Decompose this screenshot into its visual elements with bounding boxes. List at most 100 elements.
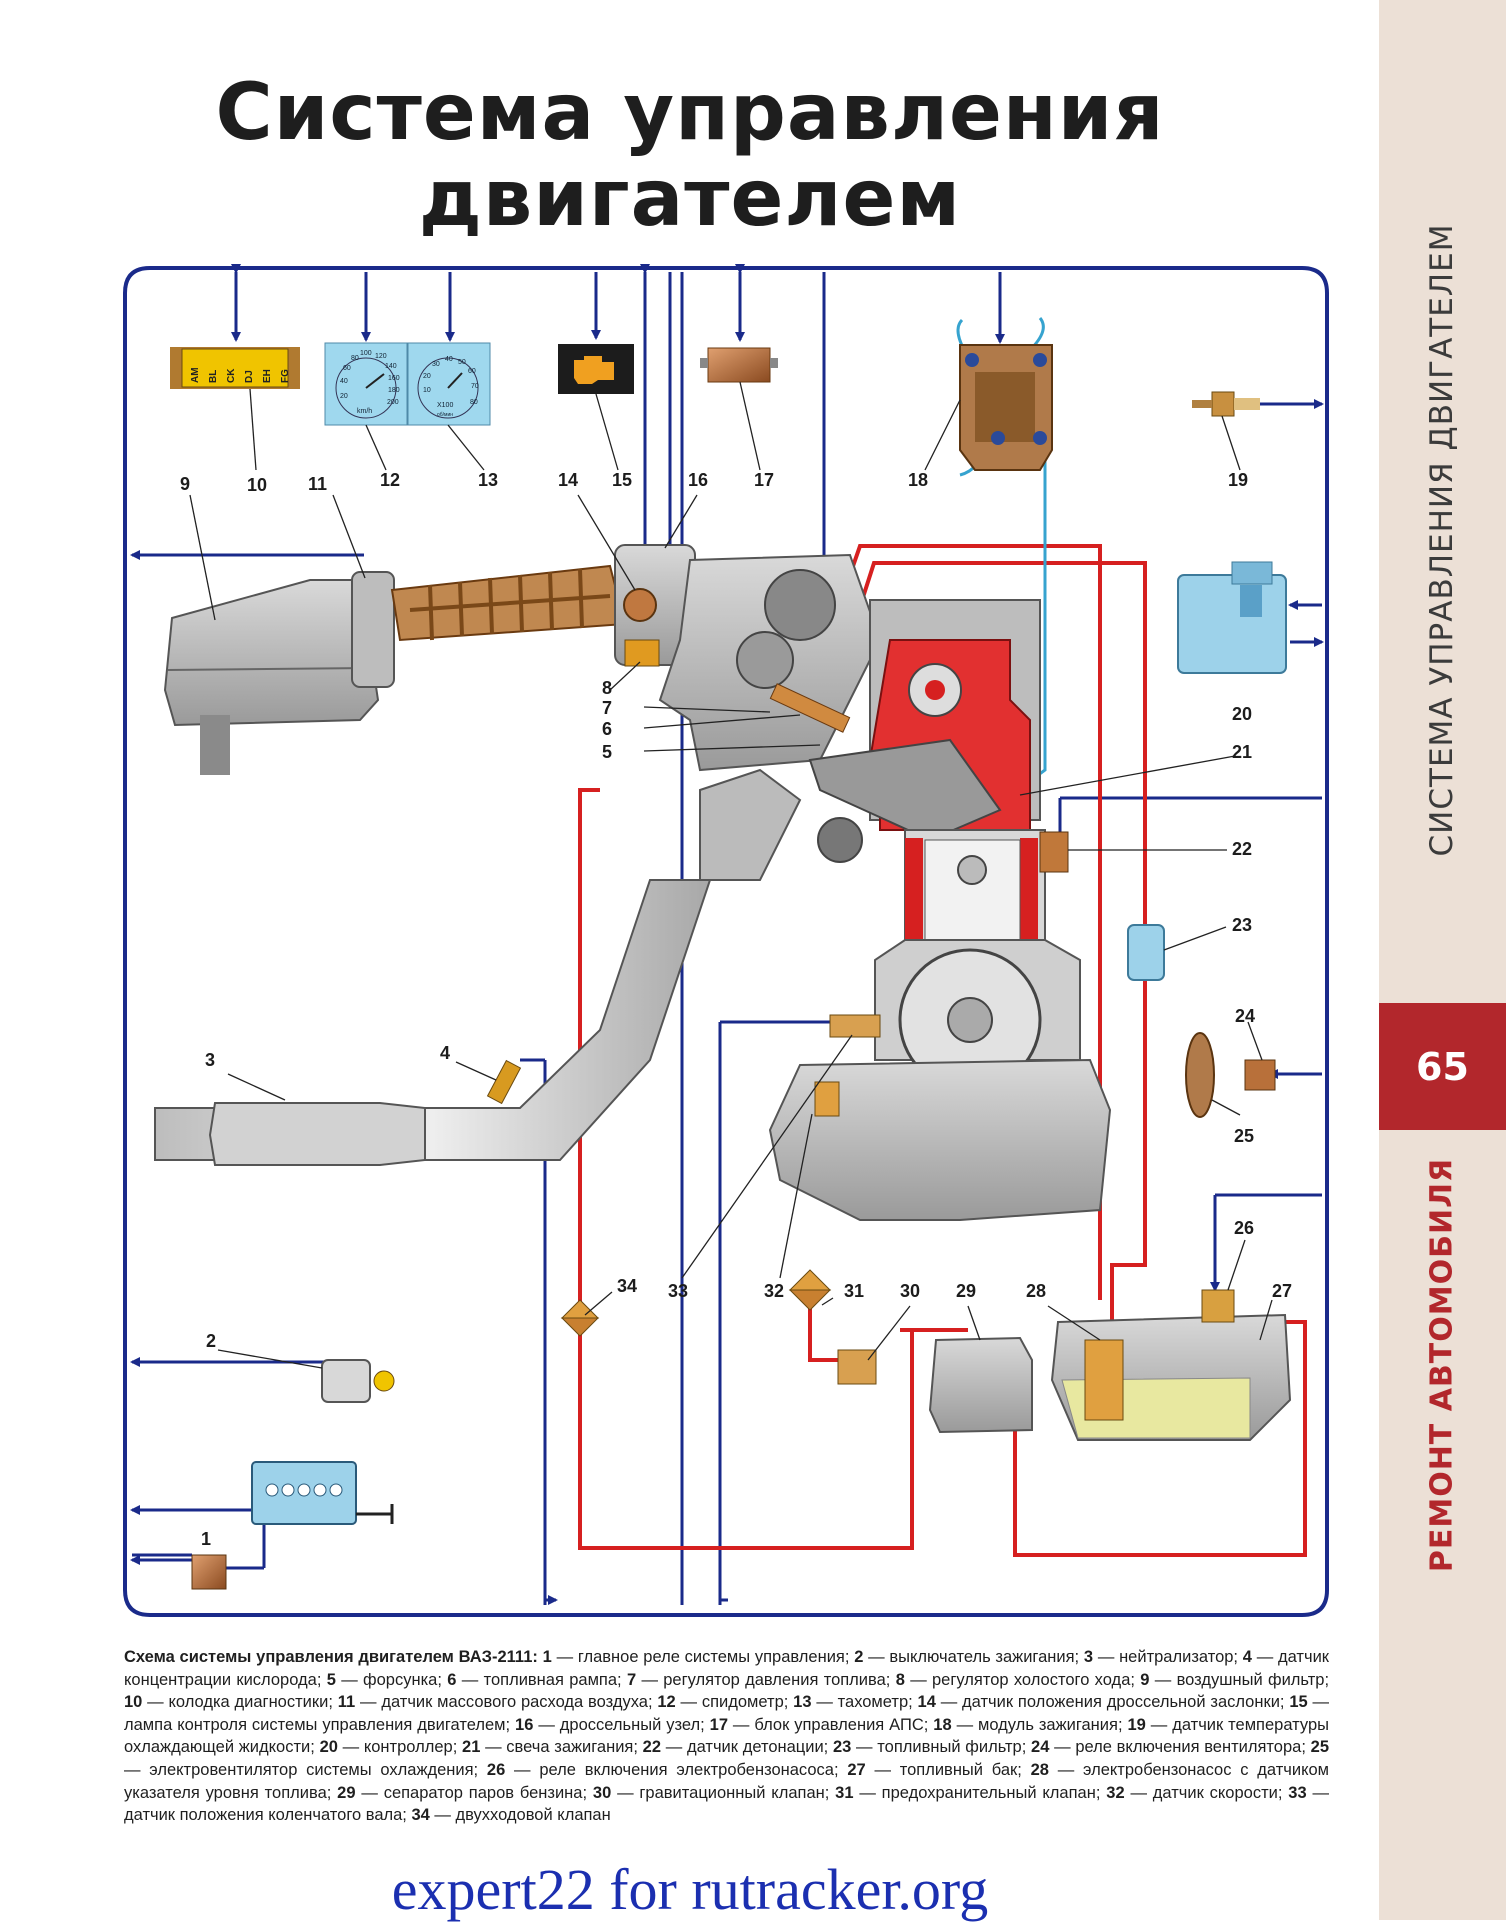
coolant-temp-sensor: [1192, 391, 1260, 417]
caption-item-number: 22: [642, 1738, 662, 1757]
exhaust-pipe: [154, 879, 712, 1166]
caption-item-text: — регулятор давления топлива;: [636, 1670, 896, 1689]
engine-block: [874, 829, 1081, 1092]
leader-lines: [189, 381, 1273, 1369]
speed-tick-200: 200: [387, 399, 399, 406]
speed-tick-100: 100: [360, 350, 372, 357]
speed-tick-60: 60: [343, 365, 351, 372]
label-32: 32: [764, 1281, 784, 1301]
label-3: 3: [205, 1050, 215, 1070]
caption-item-text: — двухходовой клапан: [429, 1806, 611, 1825]
caption-item: 24 — реле включения вентилятора;: [1031, 1738, 1311, 1756]
caption-item: 9 — воздушный фильтр;: [1140, 1671, 1329, 1689]
caption-item: 32 — датчик скорости;: [1106, 1784, 1288, 1802]
diagnostic-connector: AM BL CK DJ EH FG: [170, 347, 300, 389]
caption-item: 16 — дроссельный узел;: [515, 1716, 710, 1734]
ignition-module: [959, 344, 1053, 471]
tach-tick-60: 60: [468, 368, 476, 375]
caption-item-number: 9: [1140, 1670, 1150, 1689]
caption-item-number: 26: [486, 1760, 506, 1779]
caption-item: 8 — регулятор холостого хода;: [896, 1671, 1141, 1689]
caption-item: 25 — электровентилятор системы охлаждени…: [124, 1738, 1329, 1779]
caption-item: 4 — датчик концентрации кислорода;: [124, 1648, 1329, 1689]
diagram-caption: Схема системы управления двигателем ВАЗ-…: [124, 1646, 1329, 1827]
label-7: 7: [602, 698, 612, 718]
caption-item-number: 1: [542, 1648, 552, 1666]
label-5: 5: [602, 742, 612, 762]
main-relay: [191, 1554, 227, 1590]
caption-item-number: 27: [847, 1760, 866, 1779]
fuel-rail: [769, 683, 851, 733]
caption-item-text: — выключатель зажигания;: [863, 1648, 1084, 1666]
tach-unit: X100: [437, 402, 453, 409]
air-filter: [163, 579, 380, 775]
tach-tick-40: 40: [445, 356, 453, 363]
label-10: 10: [247, 475, 267, 495]
battery: [251, 1461, 394, 1525]
caption-item-text: — тахометр;: [811, 1693, 918, 1712]
caption-item-number: 11: [337, 1693, 356, 1712]
label-2: 2: [206, 1331, 216, 1351]
caption-item-text: — датчик положения дроссельной заслонки;: [935, 1693, 1290, 1712]
caption-item-number: 14: [917, 1693, 936, 1712]
caption-item-number: 34: [411, 1806, 430, 1825]
diag-pin-4: DJ: [244, 370, 255, 383]
caption-item-number: 18: [933, 1715, 952, 1734]
caption-item-text: — контроллер;: [337, 1738, 463, 1757]
caption-item-text: — модуль зажигания;: [951, 1715, 1128, 1734]
label-29: 29: [956, 1281, 976, 1301]
caption-item-number: 25: [1310, 1738, 1329, 1757]
caption-item-text: — дроссельный узел;: [533, 1715, 710, 1734]
speed-tick-140: 140: [385, 363, 397, 370]
caption-item-text: — реле включения электробензонасоса;: [505, 1760, 848, 1779]
tach-tick-20: 20: [423, 373, 431, 380]
caption-item-number: 3: [1083, 1648, 1094, 1666]
caption-item-text: — спидометр;: [675, 1693, 794, 1712]
label-12: 12: [380, 470, 400, 490]
label-19: 19: [1228, 470, 1248, 490]
caption-item-text: — свеча зажигания;: [480, 1738, 643, 1757]
caption-item: 22 — датчик детонации;: [643, 1738, 833, 1756]
caption-item: 2 — выключатель зажигания;: [854, 1648, 1084, 1666]
caption-item: 30 — гравитационный клапан;: [593, 1784, 835, 1802]
caption-item: 23 — топливный фильтр;: [833, 1738, 1031, 1756]
caption-item-text: — датчик концентрации кислорода;: [124, 1648, 1330, 1689]
speed-sensor: [814, 1081, 840, 1117]
caption-item: 7 — регулятор давления топлива;: [627, 1671, 896, 1689]
label-17: 17: [754, 470, 774, 490]
caption-item-number: 24: [1031, 1738, 1050, 1757]
speed-tick-120: 120: [375, 353, 387, 360]
caption-item: 6 — топливная рампа;: [447, 1671, 627, 1689]
label-16: 16: [688, 470, 708, 490]
tach-tick-50: 50: [458, 359, 466, 366]
label-33: 33: [668, 1281, 688, 1301]
crankshaft-sensor: [829, 1014, 881, 1038]
tach-sub-unit: об/мин: [437, 412, 453, 418]
caption-item: 19 — датчик температуры охлаждающей жидк…: [124, 1716, 1329, 1757]
caption-item: 14 — датчик положения дроссельной заслон…: [918, 1693, 1290, 1711]
safety-valve: [788, 1269, 832, 1311]
caption-item-text: — электровентилятор системы охлаждения;: [124, 1760, 487, 1779]
throttle-body: [614, 544, 696, 667]
caption-item: 29 — сепаратор паров бензина;: [337, 1784, 593, 1802]
caption-item: 34 — двухходовой клапан: [411, 1806, 610, 1824]
speed-tick-160: 160: [388, 375, 400, 382]
intake-hose: [390, 564, 627, 642]
caption-item-text: — топливный бак;: [865, 1760, 1031, 1779]
engine-controller: [1177, 561, 1287, 674]
watermark: expert22 for rutracker.org: [391, 1857, 989, 1922]
caption-item-number: 30: [592, 1783, 612, 1802]
mass-airflow-sensor: [351, 571, 395, 688]
caption-item-number: 4: [1242, 1648, 1252, 1666]
label-21: 21: [1232, 742, 1252, 762]
sidebar-book-title: РЕМОНТ АВТОМОБИЛЯ: [1424, 1157, 1460, 1573]
caption-item-text: — топливная рампа;: [456, 1670, 627, 1689]
label-9: 9: [180, 474, 190, 494]
caption-item-text: — форсунка;: [335, 1670, 448, 1689]
label-11: 11: [308, 474, 327, 494]
label-30: 30: [900, 1281, 920, 1301]
caption-item-number: 13: [793, 1693, 812, 1712]
caption-item-number: 15: [1289, 1693, 1308, 1712]
caption-item-number: 20: [319, 1738, 338, 1757]
diag-pin-5: EH: [262, 369, 273, 383]
